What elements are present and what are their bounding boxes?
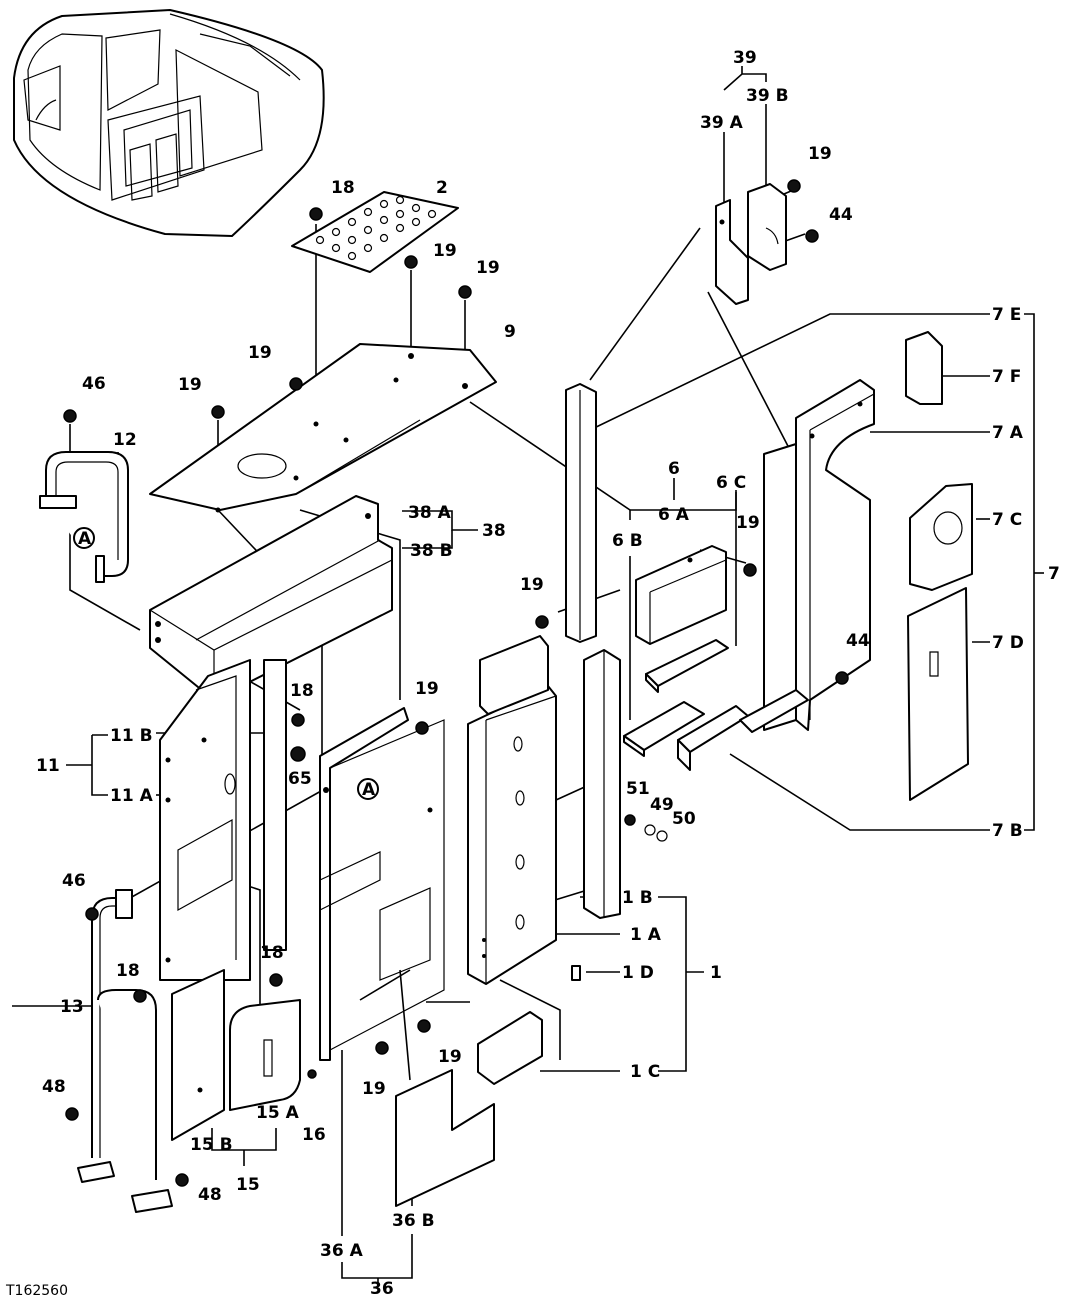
callout-19-a: 19 (808, 144, 832, 164)
ref-a-markers (73, 527, 379, 800)
callout-46-b: 46 (62, 871, 86, 891)
callout-7f: 7 F (992, 367, 1021, 387)
part-2-perforated-plate (291, 191, 459, 273)
callout-1: 1 (710, 963, 722, 983)
callout-7d: 7 D (992, 633, 1024, 653)
callout-6a: 6 A (658, 505, 690, 525)
part-7d-plate (907, 587, 969, 801)
callout-11b: 11 B (110, 726, 153, 746)
part-6b-block (623, 701, 705, 757)
part-6a-box (635, 545, 727, 645)
callout-7a: 7 A (992, 423, 1024, 443)
part-6c-bar (645, 639, 729, 693)
callout-19-d: 19 (248, 343, 272, 363)
part-7-side-plate (763, 443, 797, 731)
part-38-channel (149, 495, 393, 701)
callout-48-a: 48 (42, 1077, 66, 1097)
callout-19-c: 19 (476, 258, 500, 278)
callout-39a: 39 A (700, 113, 744, 133)
callout-18-b: 18 (290, 681, 314, 701)
callout-12: 12 (113, 430, 137, 450)
callout-38a: 38 A (408, 503, 452, 523)
callout-6b: 6 B (612, 531, 643, 551)
callout-9: 9 (504, 322, 516, 342)
callout-19-b: 19 (433, 241, 457, 261)
callout-19-j: 19 (362, 1079, 386, 1099)
callout-51: 51 (626, 779, 650, 799)
callout-labels: 39 39 B 39 A 19 44 18 2 19 19 9 19 19 46… (5, 48, 1060, 1299)
callout-6: 6 (668, 459, 680, 479)
callout-49: 49 (650, 795, 674, 815)
callout-65: 65 (288, 769, 312, 789)
part-1d-pin (571, 965, 581, 981)
part-15b-panel (171, 969, 225, 1141)
callout-19-h: 19 (415, 679, 439, 699)
part-7e-channel (565, 383, 597, 643)
part-39b-bracket (747, 183, 787, 271)
part-9-top-plate (149, 343, 497, 513)
callout-19-e: 19 (178, 375, 202, 395)
part-13-grab-handle (77, 889, 173, 1213)
part-1a-top-block (479, 635, 549, 715)
callout-36b: 36 B (392, 1211, 435, 1231)
callout-18-a: 18 (331, 178, 355, 198)
callout-18-d: 18 (116, 961, 140, 981)
part-36a-center-panel (319, 707, 445, 1061)
part-1b-bar (583, 649, 621, 919)
callout-16: 16 (302, 1125, 326, 1145)
part-7b-bar (677, 689, 809, 771)
part-11b-bar (263, 659, 287, 951)
ref-a-lower: A (362, 780, 376, 800)
callout-15: 15 (236, 1175, 260, 1195)
part-7c-block (909, 483, 973, 591)
part-39a-bracket (715, 199, 749, 305)
part-1a-channel-panel (467, 685, 557, 985)
part-12-grab-handle (39, 451, 129, 583)
callout-6c: 6 C (716, 473, 746, 493)
callout-18-c: 18 (260, 943, 284, 963)
parts (39, 179, 973, 1213)
fasteners (63, 179, 849, 1187)
callout-15a: 15 A (256, 1103, 300, 1123)
callout-1a: 1 A (630, 925, 662, 945)
callout-11a: 11 A (110, 786, 154, 806)
cab-inset-view (13, 9, 325, 237)
callout-44-a: 44 (829, 205, 853, 225)
callout-38: 38 (482, 521, 506, 541)
callout-46-a: 46 (82, 374, 106, 394)
drawing-code: T162560 (5, 1283, 68, 1299)
callout-13: 13 (60, 997, 84, 1017)
callout-7e: 7 E (992, 305, 1021, 325)
callout-15b: 15 B (190, 1135, 233, 1155)
callout-48-b: 48 (198, 1185, 222, 1205)
callout-19-i: 19 (438, 1047, 462, 1067)
part-7f-block (905, 331, 943, 405)
callout-19-g: 19 (520, 575, 544, 595)
callout-1d: 1 D (622, 963, 654, 983)
callout-44-b: 44 (846, 631, 870, 651)
part-7a-frame (795, 379, 875, 731)
callout-2: 2 (436, 178, 448, 198)
callout-19-f: 19 (736, 513, 760, 533)
callout-7: 7 (1048, 564, 1060, 584)
part-15a-cover (229, 999, 301, 1111)
callout-1c: 1 C (630, 1062, 660, 1082)
callout-39b: 39 B (746, 86, 789, 106)
part-11-side-panel (159, 659, 251, 981)
callout-36: 36 (370, 1279, 394, 1299)
callout-36a: 36 A (320, 1241, 364, 1261)
callout-38b: 38 B (410, 541, 453, 561)
callout-7b: 7 B (992, 821, 1023, 841)
callout-1b: 1 B (622, 888, 653, 908)
callout-7c: 7 C (992, 510, 1022, 530)
ref-a-upper: A (78, 529, 92, 549)
part-1c-block (477, 1011, 543, 1085)
callout-11: 11 (36, 756, 60, 776)
part-36b-lower-plate (395, 1069, 495, 1207)
callout-50: 50 (672, 809, 696, 829)
callout-39: 39 (733, 48, 757, 68)
